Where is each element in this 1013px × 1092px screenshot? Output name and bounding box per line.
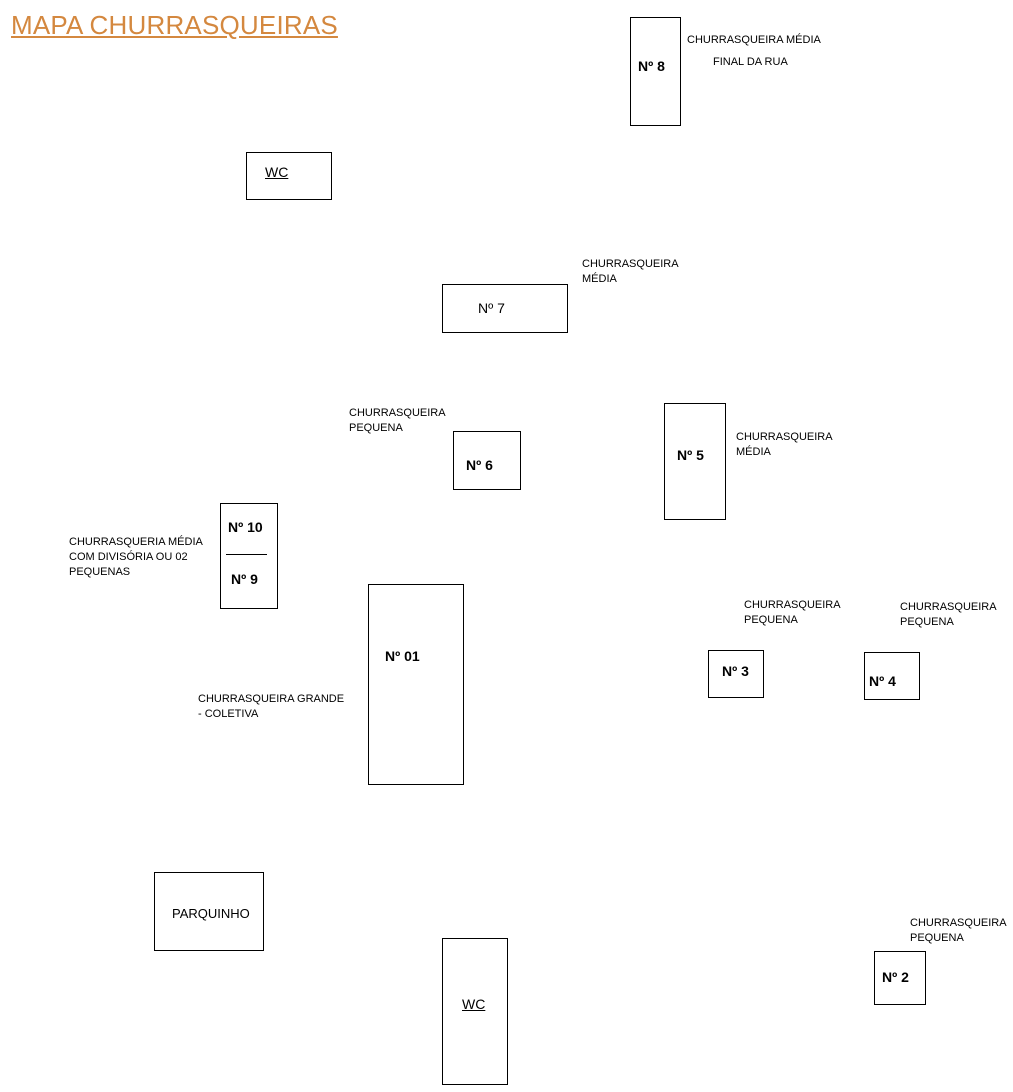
note-n10-9-line1: CHURRASQUERIA MÉDIA [69, 536, 203, 548]
area-n10-n9-box [220, 503, 278, 609]
area-n5-label: Nº 5 [677, 447, 704, 463]
area-n4-label: Nº 4 [869, 673, 896, 689]
area-n9-label: Nº 9 [231, 571, 258, 587]
area-n2-box [874, 951, 926, 1005]
note-n8-line1: CHURRASQUEIRA MÉDIA [687, 34, 821, 46]
note-n7-line1: CHURRASQUEIRA [582, 258, 679, 270]
area-n8-box [630, 17, 681, 126]
area-n2-label: Nº 2 [882, 969, 909, 985]
note-n8-line2: FINAL DA RUA [713, 56, 788, 68]
note-n6-line1: CHURRASQUEIRA [349, 407, 446, 419]
parquinho-label: PARQUINHO [172, 906, 250, 921]
area-n10-label: Nº 10 [228, 519, 263, 535]
wc-bottom-box [442, 938, 508, 1085]
note-n3-line1: CHURRASQUEIRA [744, 599, 841, 611]
note-n01-line2: - COLETIVA [198, 708, 259, 720]
area-n6-label: Nº 6 [466, 457, 493, 473]
note-n3-line2: PEQUENA [744, 614, 798, 626]
map-title: MAPA CHURRASQUEIRAS [11, 10, 338, 40]
note-n5-line1: CHURRASQUEIRA [736, 431, 833, 443]
wc-top-box [246, 152, 332, 200]
note-n6-line2: PEQUENA [349, 422, 403, 434]
area-n7-label: Nº 7 [478, 300, 505, 316]
note-n7-line2: MÉDIA [582, 273, 617, 285]
note-n2-line1: CHURRASQUEIRA [910, 917, 1007, 929]
note-n4-line1: CHURRASQUEIRA [900, 601, 997, 613]
area-n01-box [368, 584, 464, 785]
area-n8-label: Nº 8 [638, 58, 665, 74]
note-n01-line1: CHURRASQUEIRA GRANDE [198, 693, 345, 705]
area-n10-n9-divider [226, 554, 267, 555]
area-n3-box [708, 650, 764, 698]
note-n10-9-line3: PEQUENAS [69, 566, 131, 578]
area-n4-box [864, 652, 920, 700]
area-n7-box [442, 284, 568, 333]
wc-top-label: WC [265, 164, 289, 180]
area-n3-label: Nº 3 [722, 663, 749, 679]
area-n01-label: Nº 01 [385, 648, 420, 664]
note-n4-line2: PEQUENA [900, 616, 954, 628]
parquinho-box [154, 872, 264, 951]
note-n5-line2: MÉDIA [736, 446, 771, 458]
note-n2-line2: PEQUENA [910, 932, 964, 944]
area-n6-box [453, 431, 521, 490]
area-n5-box [664, 403, 726, 520]
note-n10-9-line2: COM DIVISÓRIA OU 02 [69, 551, 188, 563]
wc-bottom-label: WC [462, 996, 486, 1012]
